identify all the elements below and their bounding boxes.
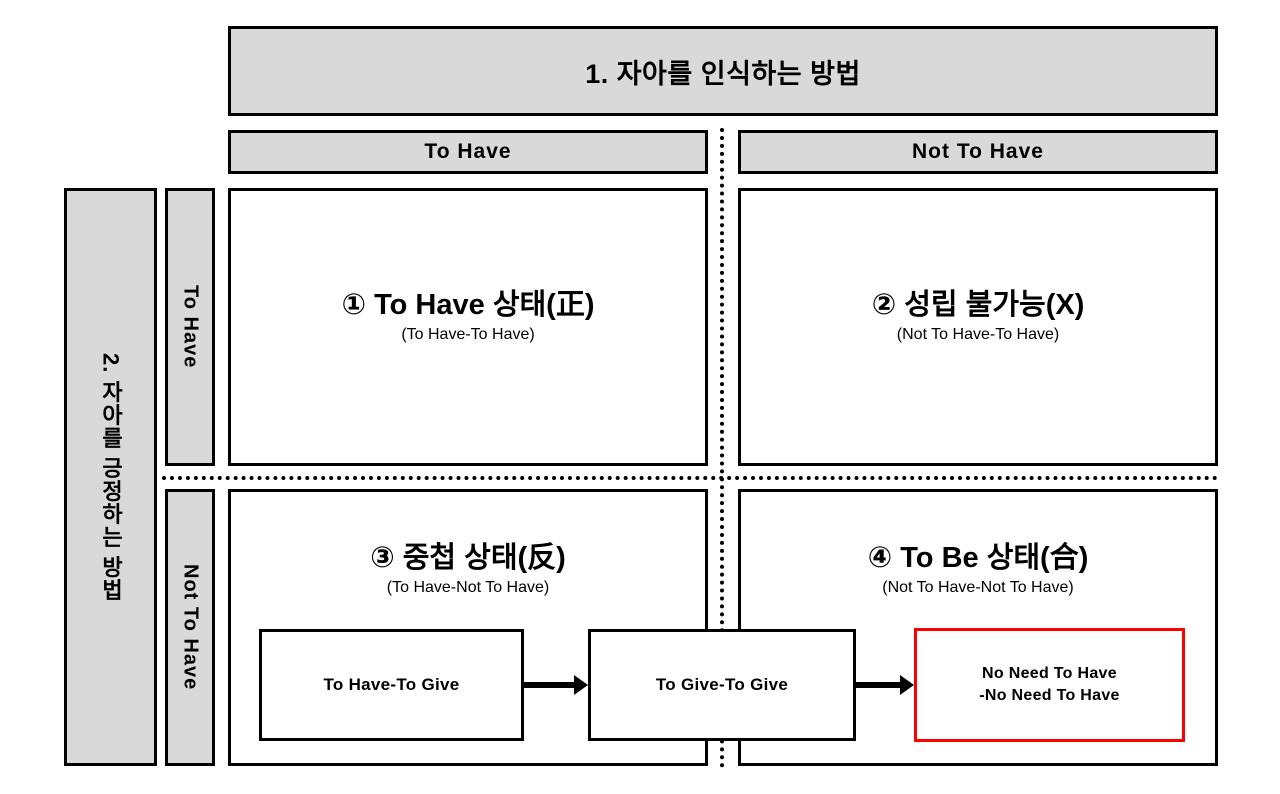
flow-step-2-label: To Give-To Give — [655, 674, 789, 694]
flow-step-1-label: To Have-To Give — [323, 674, 460, 694]
main-header-label: 1. 자아를 인식하는 방법 — [585, 58, 861, 89]
quadrant-2-title: ② 성립 불가능(X) — [871, 289, 1085, 321]
quadrant-2-cell: ② 성립 불가능(X) (Not To Have-To Have) — [738, 188, 1218, 466]
quadrant-1-cell: ① To Have 상태(正) (To Have-To Have) — [228, 188, 708, 466]
main-header: 1. 자아를 인식하는 방법 — [228, 26, 1218, 116]
flow-step-no-need-to-have: No Need To Have -No Need To Have — [914, 628, 1185, 742]
axis-title-left-label: 2. 자아를 긍정하는 방법 — [98, 352, 124, 602]
quadrant-4-text: ④ To Be 상태(合) (Not To Have-Not To Have) — [741, 542, 1215, 599]
flow-step-3-text: No Need To Have -No Need To Have — [979, 663, 1120, 706]
quadrant-2-subtitle: (Not To Have-To Have) — [896, 326, 1060, 344]
flow-arrow-2 — [856, 675, 914, 695]
quadrant-4-subtitle: (Not To Have-Not To Have) — [882, 579, 1074, 597]
row-header-not-to-have: Not To Have — [165, 489, 215, 766]
row-header-not-to-have-label: Not To Have — [179, 564, 202, 691]
column-header-to-have: To Have — [228, 130, 708, 174]
quadrant-3-text: ③ 중첩 상태(反) (To Have-Not To Have) — [231, 542, 705, 599]
quadrant-2-text: ② 성립 불가능(X) (Not To Have-To Have) — [741, 289, 1215, 346]
axis-title-left: 2. 자아를 긍정하는 방법 — [64, 188, 157, 766]
quadrant-1-text: ① To Have 상태(正) (To Have-To Have) — [231, 289, 705, 346]
quadrant-1-title: ① To Have 상태(正) — [341, 289, 595, 321]
column-header-to-have-label: To Have — [424, 140, 512, 163]
flow-step-3-label-line1: No Need To Have — [982, 665, 1117, 683]
column-header-not-to-have: Not To Have — [738, 130, 1218, 174]
row-header-to-have: To Have — [165, 188, 215, 466]
flow-step-to-give-to-give: To Give-To Give — [588, 629, 856, 741]
divider-horizontal-dotted — [162, 476, 1218, 480]
row-header-to-have-label: To Have — [179, 285, 202, 369]
flow-arrow-1 — [523, 675, 588, 695]
quadrant-3-title: ③ 중첩 상태(反) — [370, 542, 566, 574]
quadrant-3-subtitle: (To Have-Not To Have) — [386, 579, 550, 597]
quadrant-1-subtitle: (To Have-To Have) — [401, 326, 535, 344]
divider-vertical-dotted — [720, 128, 724, 768]
flow-step-3-label-line2: -No Need To Have — [979, 687, 1120, 704]
column-header-not-to-have-label: Not To Have — [912, 140, 1044, 163]
flow-step-to-have-to-give: To Have-To Give — [259, 629, 524, 741]
quadrant-4-title: ④ To Be 상태(合) — [867, 542, 1089, 574]
